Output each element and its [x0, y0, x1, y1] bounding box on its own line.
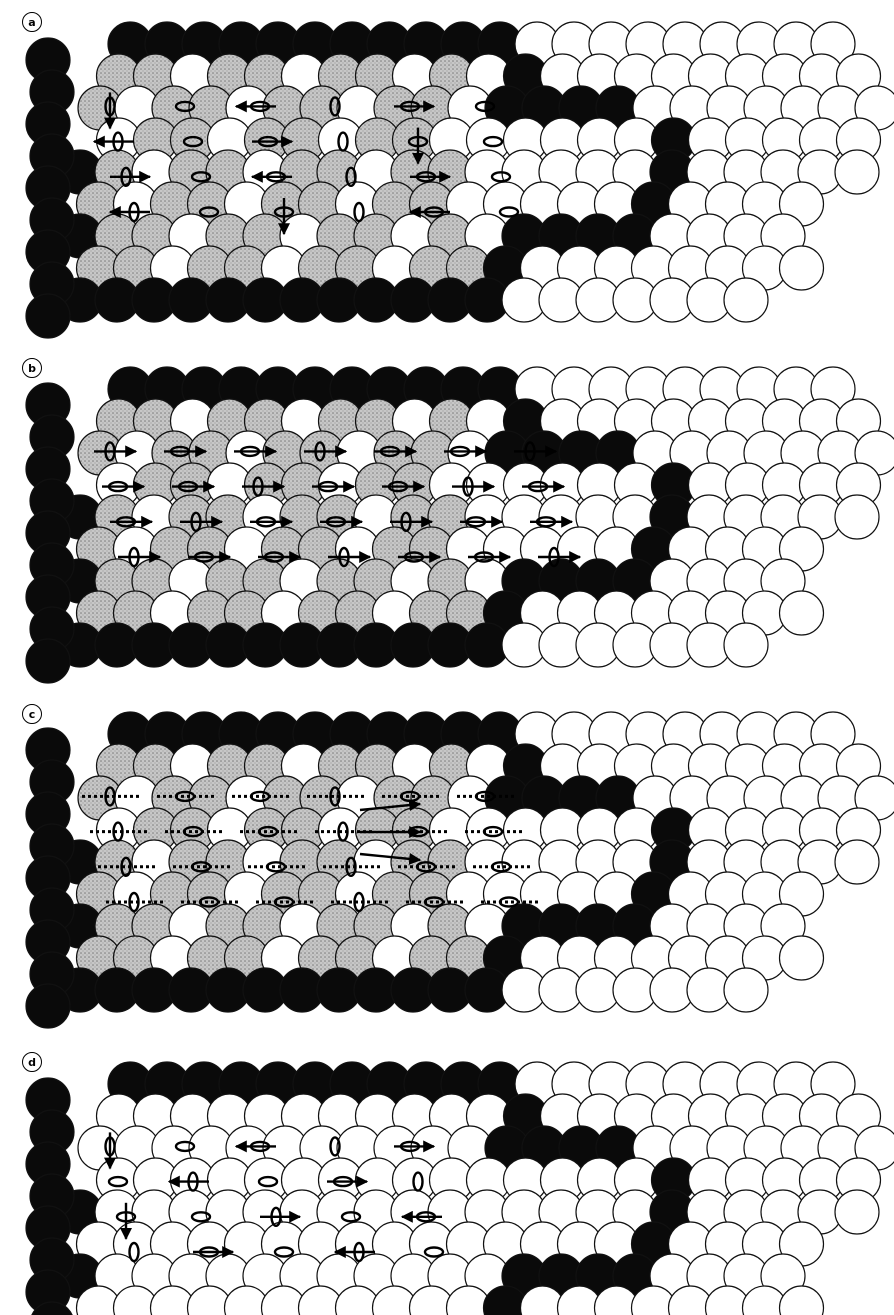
atom-white [835, 150, 879, 194]
atom-white [780, 591, 824, 635]
atom-white [780, 246, 824, 290]
atom-white [835, 840, 879, 884]
panel-b [26, 367, 894, 683]
atom-white [780, 936, 824, 980]
panel-a [26, 22, 894, 338]
atom-white [835, 495, 879, 539]
atom-black [26, 294, 70, 338]
atom-black [26, 639, 70, 683]
atom-white [835, 1190, 879, 1234]
atom-black [26, 984, 70, 1028]
atom-white [724, 278, 768, 322]
atom-white [724, 968, 768, 1012]
panel-c [26, 712, 894, 1028]
panel-d [26, 1062, 894, 1315]
atom-white [724, 623, 768, 667]
